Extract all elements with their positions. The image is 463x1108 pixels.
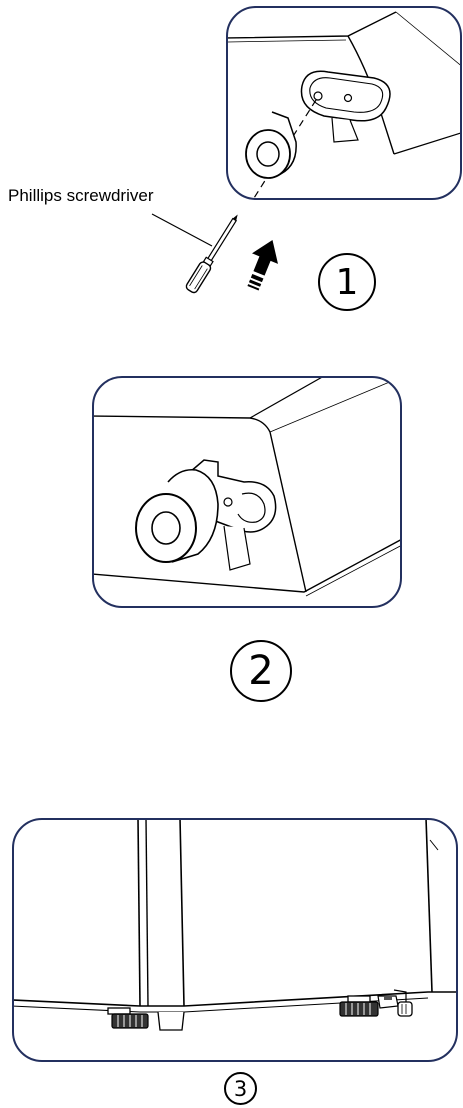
panel-step-2 xyxy=(92,376,402,608)
caster-installed-illustration xyxy=(94,378,400,597)
screwdriver-label: Phillips screwdriver xyxy=(8,186,154,205)
screwdriver-icon xyxy=(185,214,238,294)
step-number-1: 1 xyxy=(318,253,376,311)
panel-step-1 xyxy=(226,6,462,200)
caster-insert-illustration xyxy=(228,11,460,198)
adjustable-foot-icon xyxy=(339,995,379,1017)
label-leader-line xyxy=(151,213,213,247)
caster-wheel-icon xyxy=(135,468,219,563)
adjustable-foot-icon xyxy=(107,1007,149,1029)
step-number-2: 2 xyxy=(230,640,292,702)
panel-step-3 xyxy=(12,818,458,1062)
caster-plug-icon xyxy=(245,111,297,179)
caster-wheel-icon xyxy=(377,989,413,1017)
insert-arrow-icon xyxy=(247,240,278,291)
step-number-3: 3 xyxy=(224,1072,257,1105)
appliance-front-illustration xyxy=(14,820,456,1031)
